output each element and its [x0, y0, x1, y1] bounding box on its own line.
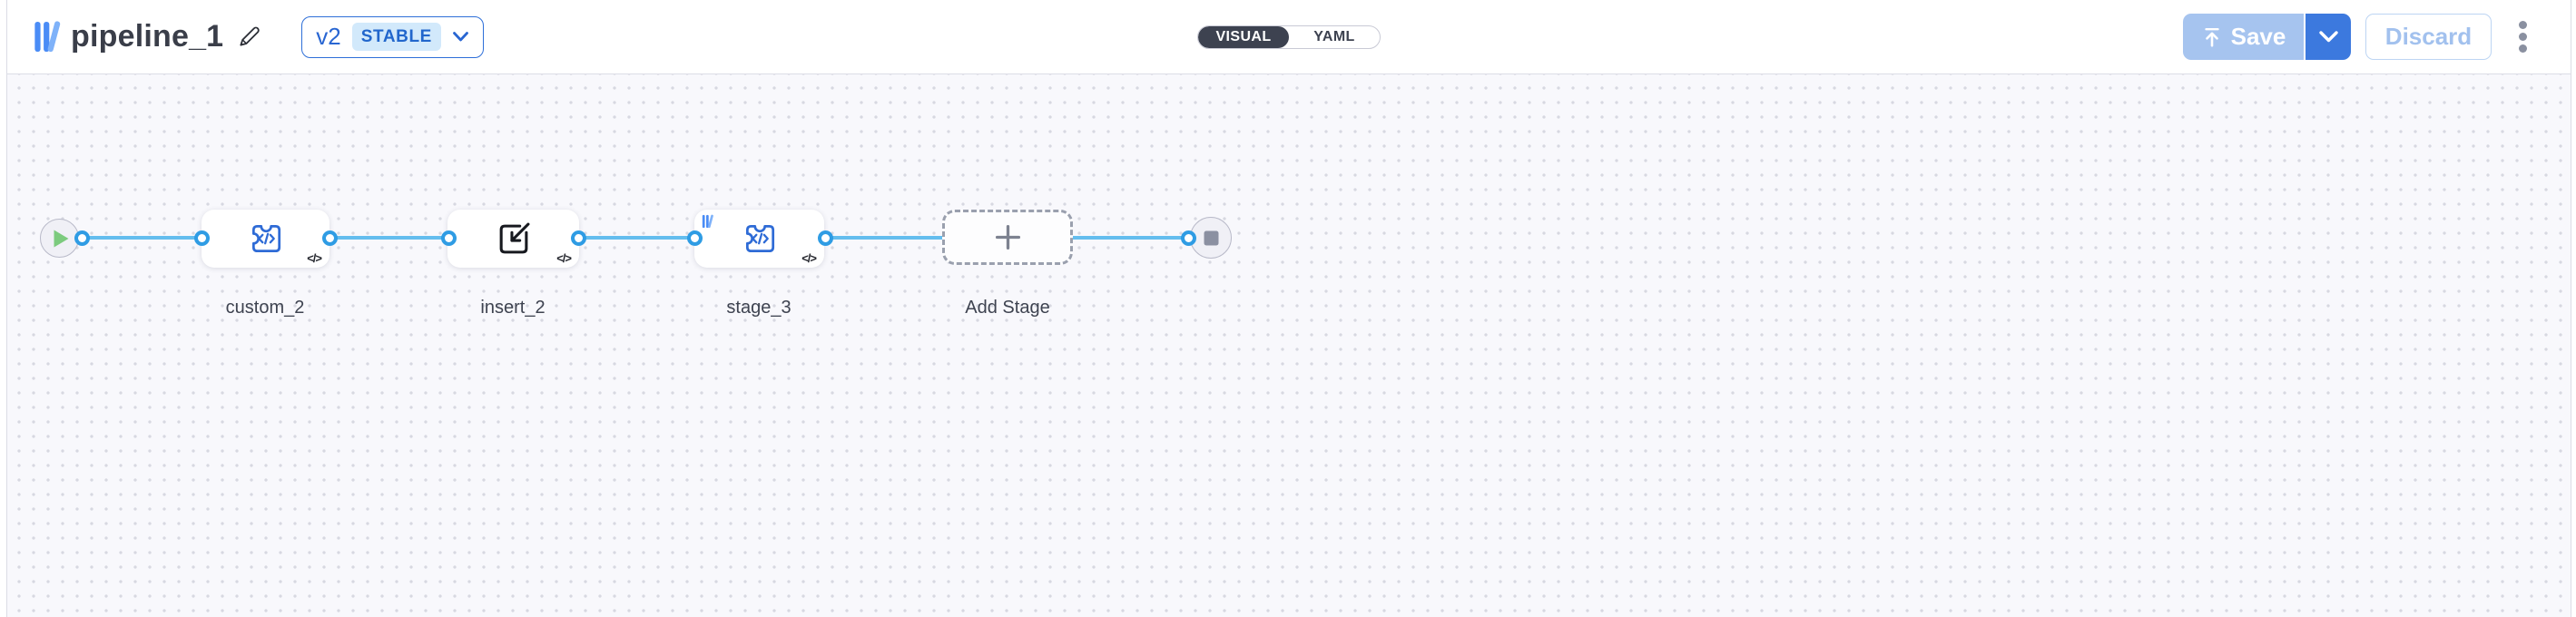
save-button[interactable]: Save — [2183, 14, 2304, 60]
save-dropdown-button[interactable] — [2304, 14, 2351, 60]
header-actions-group: Save Discard — [2183, 0, 2531, 73]
port-insert2-out[interactable] — [571, 230, 586, 246]
code-glyph-icon: </> — [556, 251, 572, 265]
chevron-down-icon — [2318, 31, 2338, 43]
app-frame: pipeline_1 v2 STABLE VISUAL YAML — [6, 0, 2571, 617]
port-insert2-in[interactable] — [441, 230, 457, 246]
save-split-button: Save — [2183, 14, 2351, 60]
code-glyph-icon: </> — [801, 251, 817, 265]
port-stage3-out[interactable] — [818, 230, 833, 246]
pipeline-canvas[interactable]: </> </> </> — [7, 74, 2571, 617]
plus-icon — [995, 224, 1020, 250]
port-custom2-in[interactable] — [194, 230, 210, 246]
header-bar: pipeline_1 v2 STABLE VISUAL YAML — [7, 0, 2571, 74]
edge-insert2-stage3[interactable] — [578, 236, 694, 240]
plugin-code-icon — [745, 224, 774, 253]
upload-icon — [2204, 27, 2219, 47]
library-logo-icon — [34, 21, 61, 53]
port-end-in[interactable] — [1181, 230, 1196, 246]
add-stage-button[interactable] — [942, 210, 1073, 265]
node-custom-2[interactable]: </> — [202, 210, 329, 268]
save-button-label: Save — [2230, 23, 2286, 50]
import-icon — [499, 222, 530, 253]
edge-custom2-insert2[interactable] — [329, 236, 448, 240]
edit-pencil-icon[interactable] — [237, 24, 261, 49]
node-label-add-stage: Add Stage — [965, 298, 1050, 318]
node-label-stage-3: stage_3 — [726, 298, 791, 318]
node-label-custom-2: custom_2 — [225, 298, 305, 318]
port-custom2-out[interactable] — [322, 230, 338, 246]
node-stage-3[interactable]: </> — [694, 210, 824, 268]
header-left-group: pipeline_1 v2 STABLE — [33, 0, 484, 73]
discard-button[interactable]: Discard — [2365, 14, 2492, 60]
code-glyph-icon: </> — [307, 251, 322, 265]
start-node[interactable] — [40, 219, 79, 258]
tab-visual[interactable]: VISUAL — [1198, 26, 1289, 48]
chevron-down-icon — [453, 32, 468, 42]
end-node[interactable] — [1190, 217, 1232, 259]
kebab-menu-icon[interactable] — [2515, 15, 2531, 58]
stop-icon — [1204, 230, 1218, 245]
version-label: v2 — [316, 23, 341, 50]
view-mode-toggle: VISUAL YAML — [1197, 25, 1381, 49]
port-stage3-in[interactable] — [687, 230, 703, 246]
node-label-insert-2: insert_2 — [480, 298, 546, 318]
edge-addstage-end[interactable] — [1073, 236, 1188, 240]
node-insert-2[interactable]: </> — [447, 210, 579, 268]
version-status-badge: STABLE — [351, 23, 441, 51]
library-badge-icon — [702, 214, 713, 229]
page-title: pipeline_1 — [71, 19, 224, 54]
version-selector[interactable]: v2 STABLE — [301, 15, 484, 58]
tab-yaml[interactable]: YAML — [1313, 29, 1355, 44]
plugin-code-icon — [251, 224, 280, 253]
port-start-out[interactable] — [74, 230, 90, 246]
edge-start-custom2[interactable] — [82, 236, 202, 240]
play-icon — [54, 230, 69, 247]
edge-stage3-addstage[interactable] — [825, 236, 942, 240]
